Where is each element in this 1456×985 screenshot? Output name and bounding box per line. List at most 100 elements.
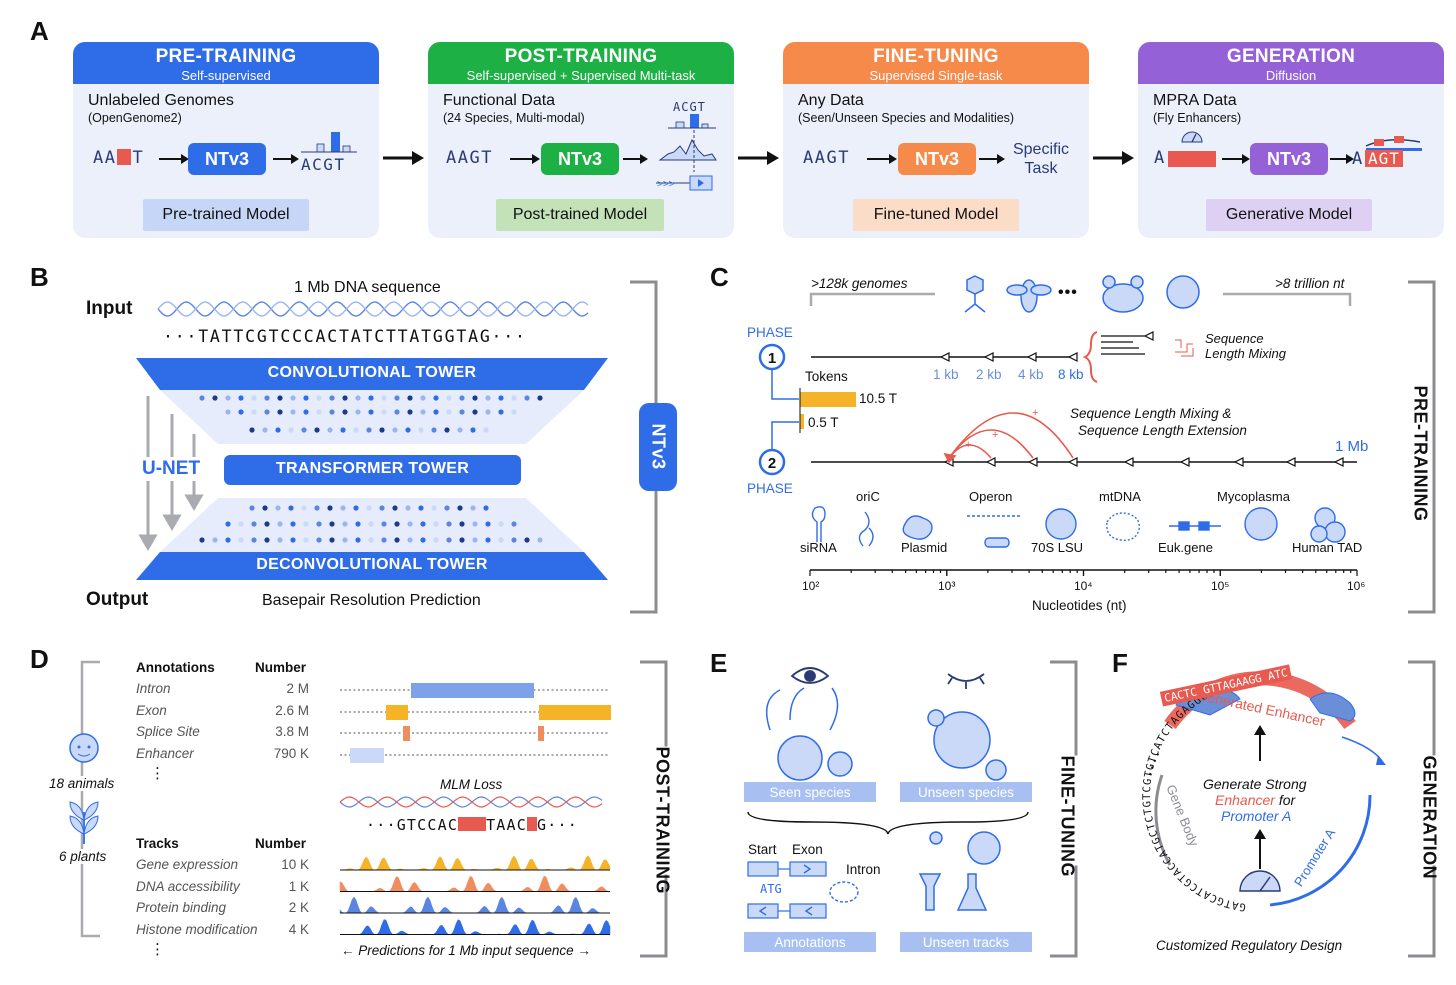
feature-dot xyxy=(483,427,489,433)
feature-dot xyxy=(301,505,307,511)
stage-header: GENERATION Diffusion xyxy=(1138,42,1444,84)
structure-mycoplasma: Mycoplasma xyxy=(1217,489,1290,504)
design-caption: Customized Regulatory Design xyxy=(1156,938,1343,953)
convolutional-tower: CONVOLUTIONAL TOWER xyxy=(267,364,477,381)
panel-letter-d: D xyxy=(30,644,49,674)
feature-dot xyxy=(472,395,478,401)
annotation-name: Intron xyxy=(136,681,171,696)
feature-dot xyxy=(368,521,374,527)
feature-dot xyxy=(290,409,296,415)
track-name: DNA accessibility xyxy=(136,879,240,894)
feature-dot xyxy=(485,537,491,543)
plants-count: 6 plants xyxy=(59,849,107,864)
panel-letter-a: A xyxy=(30,16,49,46)
feature-dot xyxy=(303,409,309,415)
svg-text:+: + xyxy=(965,439,971,451)
track-number: 10 K xyxy=(281,857,309,872)
signal-track xyxy=(340,855,611,871)
feature-dot xyxy=(329,521,335,527)
feature-dot xyxy=(511,409,517,415)
feature-dot xyxy=(329,395,335,401)
svg-text:1: 1 xyxy=(768,350,776,367)
feature-dot xyxy=(381,521,387,527)
track-number: 1 K xyxy=(288,879,309,894)
stage-card-generation: GENERATION Diffusion MPRA Data (Fly Enha… xyxy=(1138,42,1444,238)
feature-dot xyxy=(379,427,385,433)
feature-dot xyxy=(249,427,255,433)
feature-dot xyxy=(394,521,400,527)
feature-dot xyxy=(407,537,413,543)
regulatory-circle: GATGCATCGTACCATGCTCTGTCGTGTCATCTAGAGGCCC… xyxy=(1141,671,1386,913)
feature-dot xyxy=(537,537,543,543)
stage-title: POST-TRAINING xyxy=(504,46,658,67)
feature-dot xyxy=(433,521,439,527)
mlm-loss: MLM Loss xyxy=(440,777,503,792)
structure-human-tad: Human TAD xyxy=(1292,540,1363,555)
feature-dot xyxy=(329,537,335,543)
feature-dot xyxy=(485,395,491,401)
stage-subtitle: Diffusion xyxy=(1265,68,1317,83)
feature-dot xyxy=(420,521,426,527)
feature-dot xyxy=(381,537,387,543)
annotations-label: Annotations xyxy=(774,935,846,950)
data-title: Unlabeled Genomes xyxy=(88,92,234,109)
feature-dot xyxy=(353,427,359,433)
svg-text:PHASE: PHASE xyxy=(747,325,793,340)
feature-dot xyxy=(264,395,270,401)
feature-dot xyxy=(407,409,413,415)
signal-track xyxy=(339,875,611,892)
feature-dot xyxy=(251,395,257,401)
feature-dot xyxy=(368,409,374,415)
ellipsis: ••• xyxy=(1058,284,1078,301)
input-sequence: AAGT xyxy=(446,148,493,168)
feature-dot xyxy=(199,537,205,543)
mix-ext-line1: Sequence Length Mixing & xyxy=(1070,406,1232,421)
feature-dot xyxy=(433,395,439,401)
track-name: Histone modification xyxy=(136,922,258,937)
deconvolutional-tower: DECONVOLUTIONAL TOWER xyxy=(256,556,488,573)
feature-dot xyxy=(355,521,361,527)
flow-arrows xyxy=(867,154,1005,164)
phase1-tokens: 10.5 T xyxy=(859,391,898,406)
animals-count: 18 animals xyxy=(49,776,115,791)
feature-dot xyxy=(485,521,491,527)
feature-dot xyxy=(394,395,400,401)
feature-dot xyxy=(290,395,296,401)
feature-dot xyxy=(524,537,530,543)
unseen-species-label: Unseen species xyxy=(917,785,1015,800)
stage-subtitle: Self-supervised xyxy=(181,68,271,83)
flow-arrows: >>> xyxy=(510,114,717,191)
specific-task: Specific Task xyxy=(1012,141,1070,177)
feature-dot xyxy=(457,427,463,433)
feature-dot xyxy=(288,427,294,433)
feature-dot xyxy=(212,537,218,543)
svg-text:PHASE: PHASE xyxy=(747,481,793,496)
feature-dot xyxy=(431,427,437,433)
feature-dot xyxy=(498,537,504,543)
feature-dot xyxy=(537,395,543,401)
feature-dot xyxy=(342,537,348,543)
feature-dot xyxy=(249,505,255,511)
feature-dot xyxy=(277,395,283,401)
feature-dot xyxy=(459,521,465,527)
feature-dot xyxy=(407,521,413,527)
stage-card-posttraining: POST-TRAINING Self-supervised + Supervis… xyxy=(428,42,734,238)
axis-tick-1e6: 10⁶ xyxy=(1347,579,1366,593)
unseen-tracks-label: Unseen tracks xyxy=(922,935,1010,950)
feature-dot xyxy=(238,409,244,415)
kb-4: 4 kb xyxy=(1018,367,1044,382)
axis-tick-1e2: 10² xyxy=(802,579,820,593)
feature-dot xyxy=(459,395,465,401)
feature-dot xyxy=(431,505,437,511)
feature-dot xyxy=(444,427,450,433)
structure-70s-lsu: 70S LSU xyxy=(1031,540,1084,555)
for-word: for xyxy=(1274,792,1296,808)
feature-dot xyxy=(472,521,478,527)
model-label: Fine-tuned Model xyxy=(853,199,1019,231)
feature-dot xyxy=(498,409,504,415)
feature-dot xyxy=(342,521,348,527)
feature-dot xyxy=(392,427,398,433)
output-label: Output xyxy=(86,589,149,610)
